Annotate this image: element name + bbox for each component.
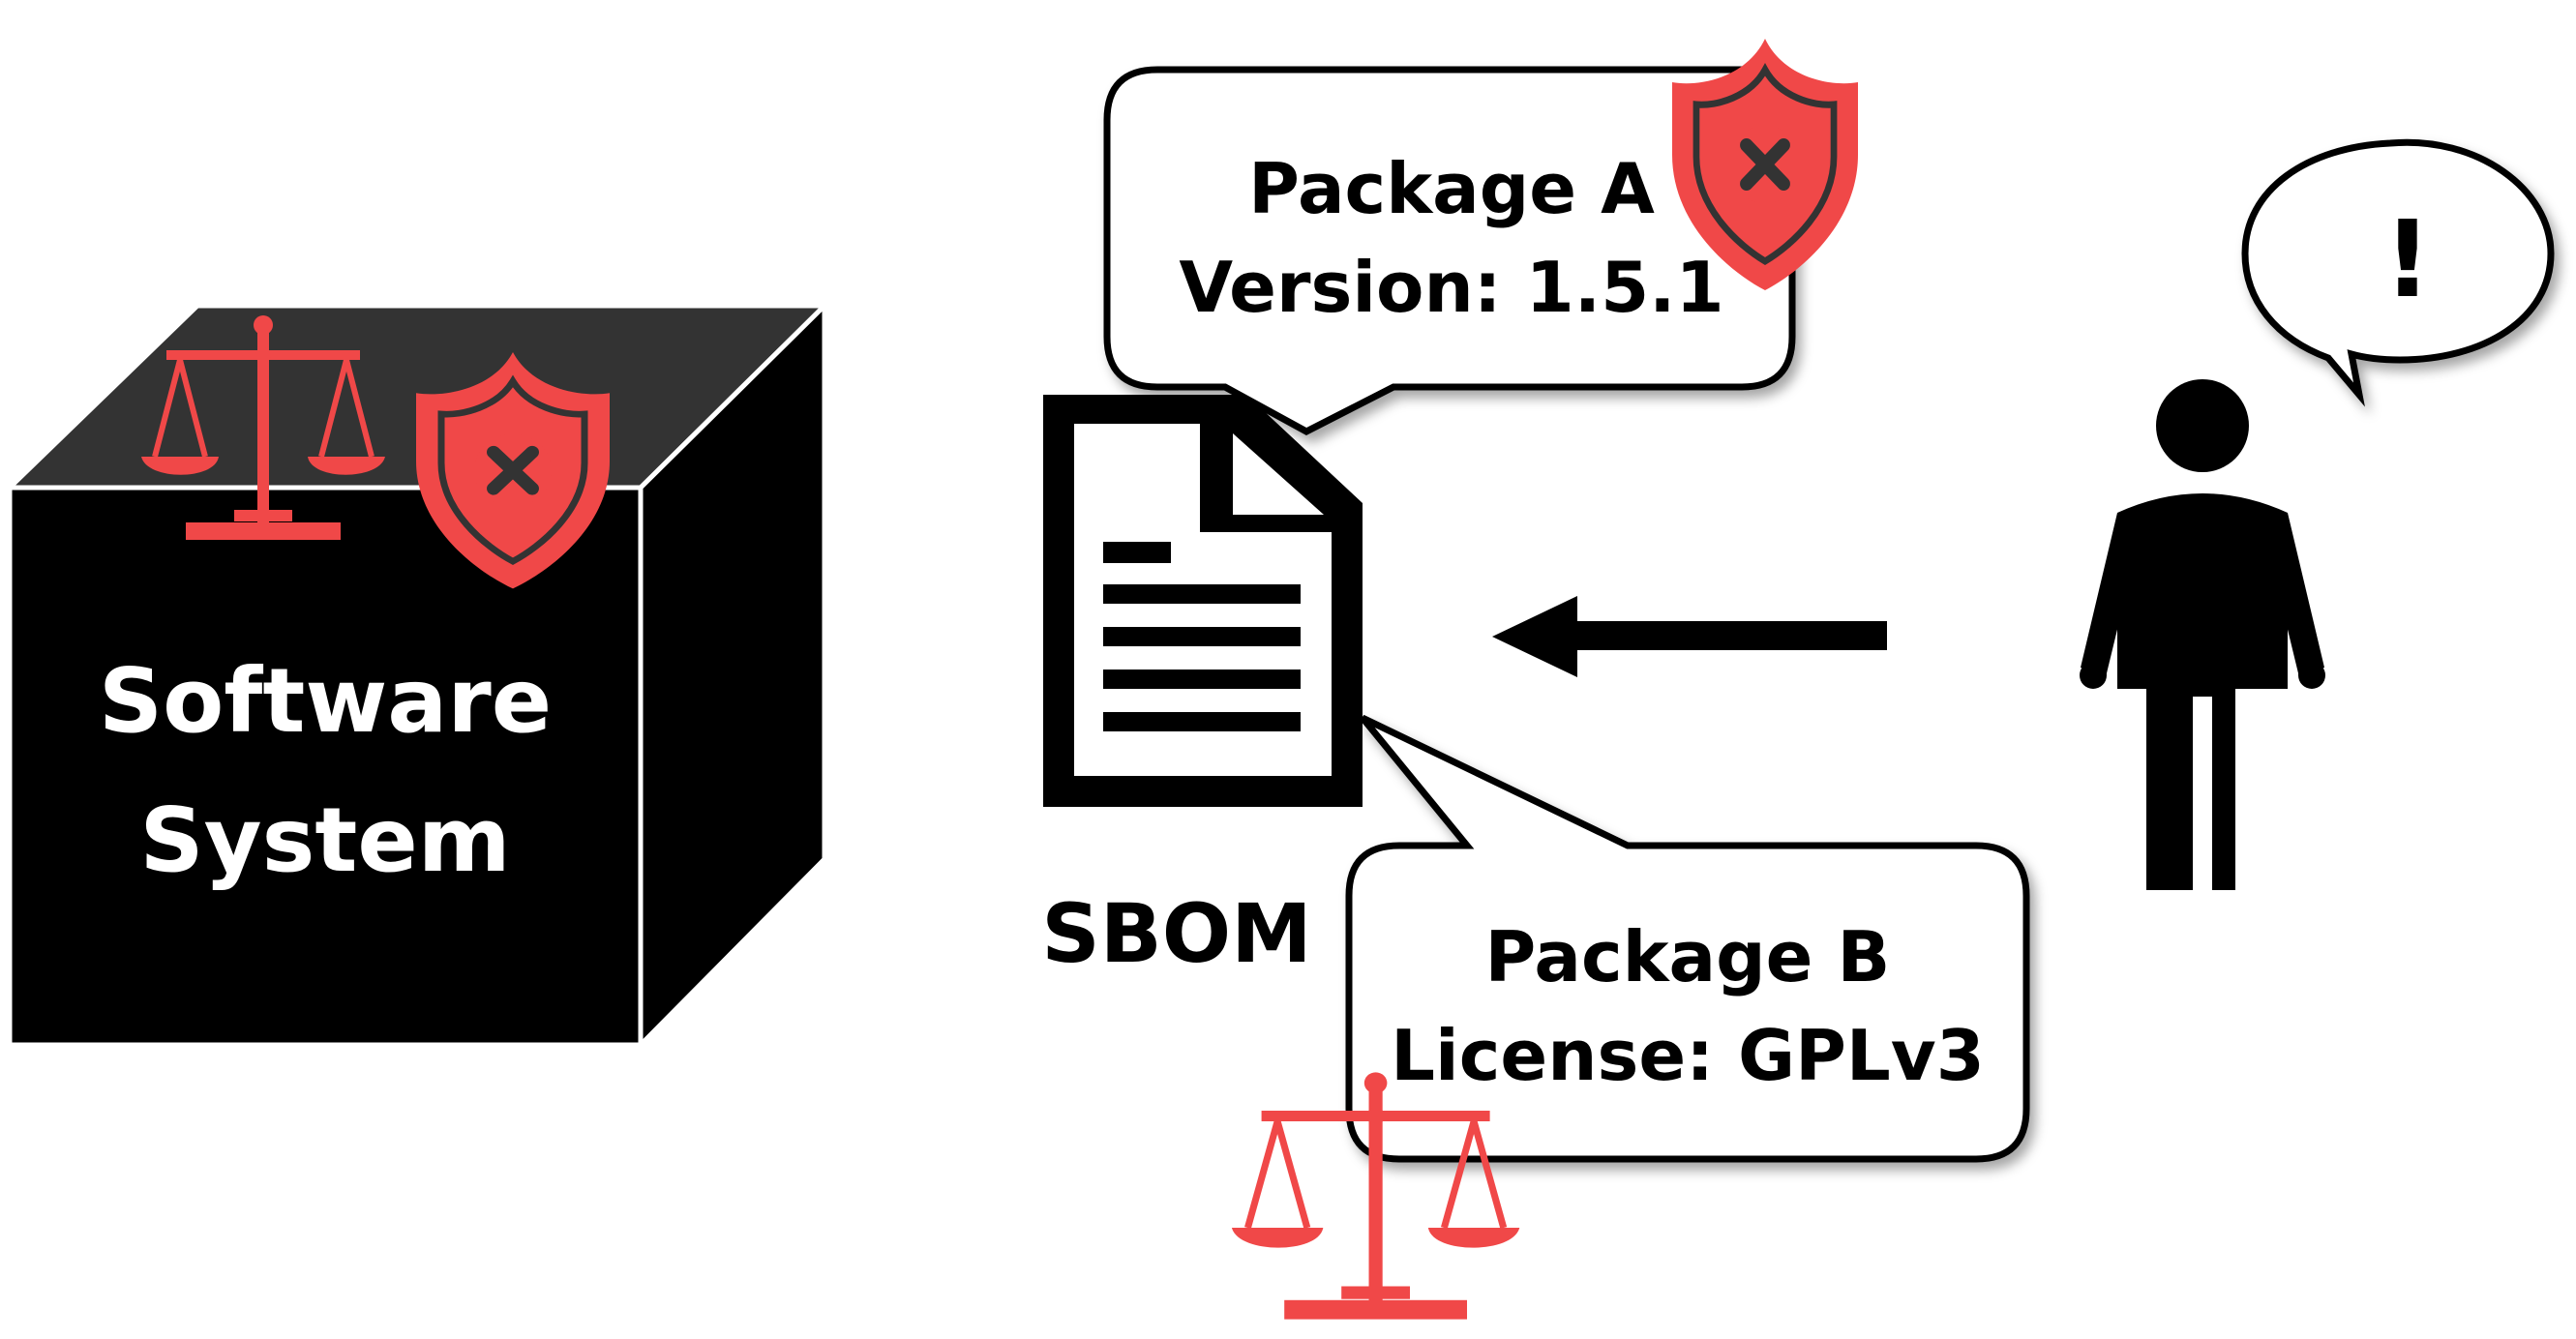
speech-exclamation: ! xyxy=(2383,197,2432,321)
speech-bubble xyxy=(2241,138,2555,407)
software-label-line2: System xyxy=(139,789,510,892)
callout-b-line2: License: GPLv3 xyxy=(1391,1015,1985,1096)
software-system-box: Software System xyxy=(3,300,831,1052)
callout-package-b xyxy=(1345,714,2030,1163)
arrow-left-icon xyxy=(1492,596,1887,677)
document-icon xyxy=(1043,395,1363,807)
box-front-face xyxy=(7,485,644,1048)
callout-a-line1: Package A xyxy=(1248,148,1655,229)
software-label-line1: Software xyxy=(99,649,552,753)
sbom-label: SBOM xyxy=(1041,886,1312,981)
sbom-document: SBOM xyxy=(1041,395,1363,981)
callout-b-line1: Package B xyxy=(1485,916,1891,997)
person-icon xyxy=(2080,379,2325,890)
callout-a-line2: Version: 1.5.1 xyxy=(1179,247,1723,328)
